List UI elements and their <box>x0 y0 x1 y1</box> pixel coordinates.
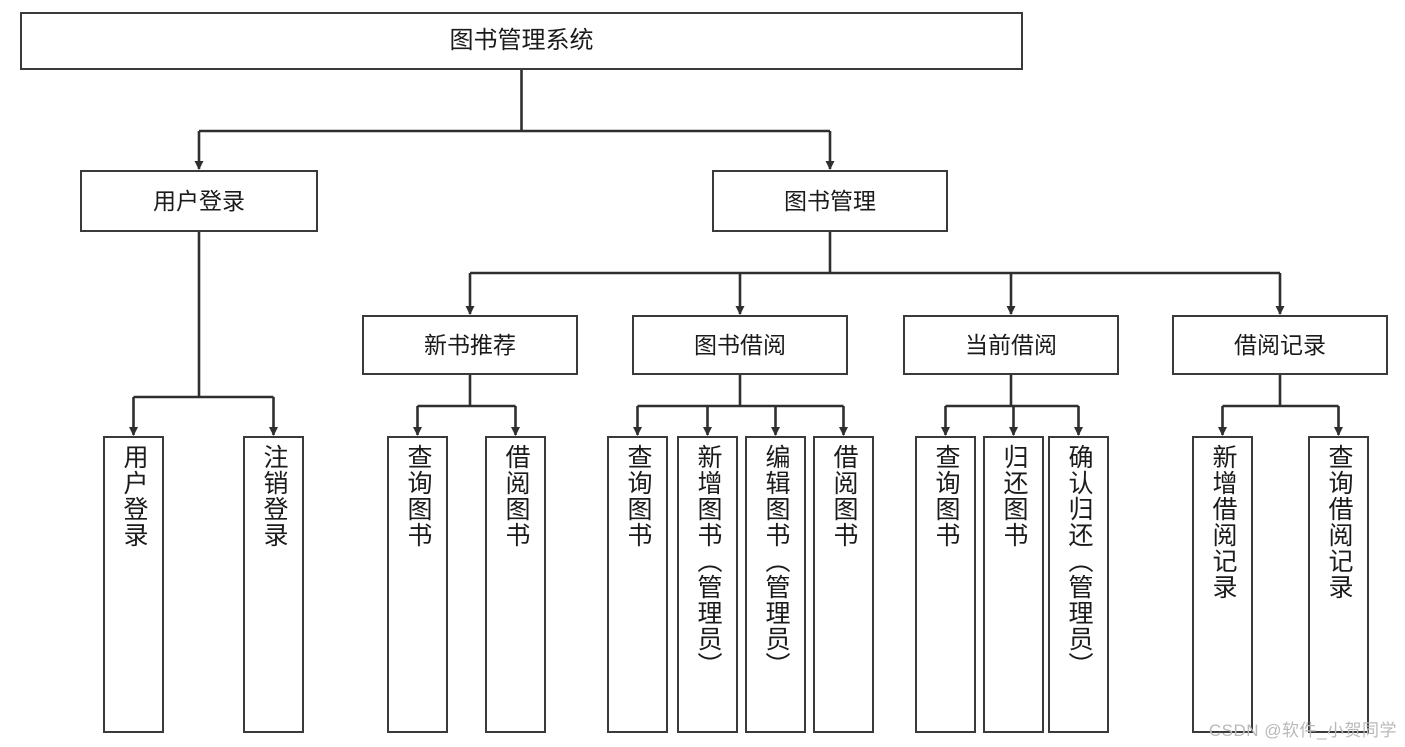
node-label: 用户登录 <box>153 187 245 214</box>
node-leaf-user-login[interactable]: 用户登录 <box>103 436 164 733</box>
node-leaf-borrow-lend[interactable]: 借阅图书 <box>813 436 874 733</box>
node-user-login[interactable]: 用户登录 <box>80 170 318 232</box>
node-borrow-record[interactable]: 借阅记录 <box>1172 315 1388 375</box>
node-leaf-rec-query2[interactable]: 查询借阅记录 <box>1308 436 1369 733</box>
node-label: 查询图书 <box>624 444 652 548</box>
node-label: 图书管理 <box>784 187 876 214</box>
node-leaf-borrow-add[interactable]: 新增图书（管理员） <box>677 436 738 733</box>
node-leaf-cur-return[interactable]: 归还图书 <box>983 436 1044 733</box>
node-new-book-rec[interactable]: 新书推荐 <box>362 315 578 375</box>
node-leaf-rec-query[interactable]: 查询图书 <box>387 436 448 733</box>
node-label: 借阅记录 <box>1234 331 1326 358</box>
node-label: 注销登录 <box>260 444 288 548</box>
node-book-borrow[interactable]: 图书借阅 <box>632 315 848 375</box>
node-label: 确认归还（管理员） <box>1065 444 1093 678</box>
node-label: 借阅图书 <box>830 444 858 548</box>
csdn-watermark: CSDN @软件_小贺同学 <box>1208 721 1397 740</box>
node-label: 用户登录 <box>120 444 148 548</box>
node-leaf-rec-borrow[interactable]: 借阅图书 <box>485 436 546 733</box>
node-label: 查询图书 <box>932 444 960 548</box>
node-current-borrow[interactable]: 当前借阅 <box>903 315 1119 375</box>
node-label: 图书借阅 <box>694 331 786 358</box>
node-label: 编辑图书（管理员） <box>762 444 790 678</box>
node-leaf-cur-confirm[interactable]: 确认归还（管理员） <box>1048 436 1109 733</box>
node-label: 查询借阅记录 <box>1325 444 1353 600</box>
node-label: 图书管理系统 <box>449 27 594 55</box>
node-root[interactable]: 图书管理系统 <box>20 12 1023 70</box>
node-leaf-borrow-query[interactable]: 查询图书 <box>607 436 668 733</box>
node-leaf-cur-query[interactable]: 查询图书 <box>915 436 976 733</box>
node-book-manage[interactable]: 图书管理 <box>712 170 948 232</box>
node-leaf-borrow-edit[interactable]: 编辑图书（管理员） <box>745 436 806 733</box>
node-leaf-user-logout[interactable]: 注销登录 <box>243 436 304 733</box>
node-label: 查询图书 <box>404 444 432 548</box>
node-label: 新书推荐 <box>424 331 516 358</box>
node-leaf-rec-add[interactable]: 新增借阅记录 <box>1192 436 1253 733</box>
node-label: 当前借阅 <box>965 331 1057 358</box>
node-label: 借阅图书 <box>502 444 530 548</box>
node-label: 归还图书 <box>1000 444 1028 548</box>
node-label: 新增借阅记录 <box>1209 444 1237 600</box>
node-label: 新增图书（管理员） <box>694 444 722 678</box>
